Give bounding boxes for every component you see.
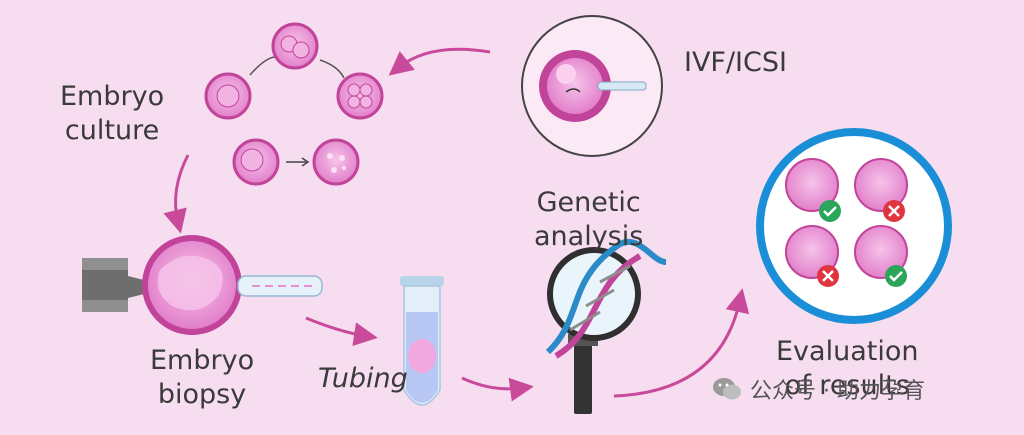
label-tubing: Tubing	[318, 363, 408, 394]
watermark: 公众号 · 助力孕育	[712, 373, 925, 405]
evaluation-illustration	[756, 128, 952, 324]
embryo-culture-illustration	[204, 22, 384, 186]
check-icon	[819, 200, 841, 222]
tube-illustration	[400, 276, 444, 406]
label-ivf-icsi: IVF/ICSI	[684, 47, 787, 78]
arrow-analysis-to-evaluation	[613, 288, 750, 398]
arrow-ivf-to-culture	[388, 47, 491, 76]
arrow-tubing-to-analysis	[461, 376, 534, 402]
ivf-icsi-illustration	[521, 15, 663, 157]
cross-icon	[817, 265, 839, 287]
watermark-text: 公众号 · 助力孕育	[750, 379, 925, 404]
arrow-biopsy-to-tubing	[305, 316, 378, 347]
cross-icon	[883, 200, 905, 222]
arrow-culture-to-biopsy	[163, 154, 190, 234]
magnifier-illustration	[545, 238, 667, 414]
check-icon	[885, 265, 907, 287]
embryo-biopsy-illustration	[82, 235, 323, 335]
wechat-icon	[713, 378, 741, 400]
